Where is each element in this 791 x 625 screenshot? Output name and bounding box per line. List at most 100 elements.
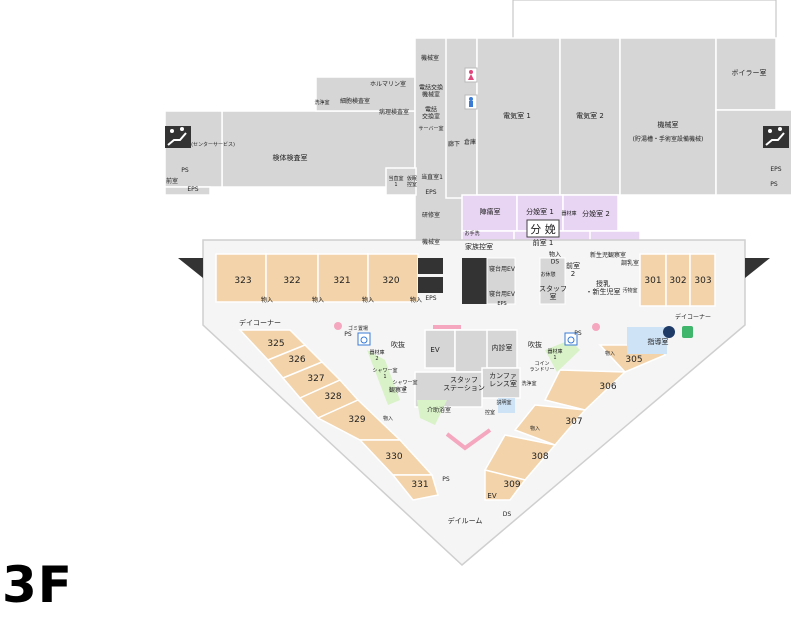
- label-right_stuff1: 物入: [605, 350, 615, 357]
- label-north-training: 研修室: [422, 211, 440, 219]
- label-delivery_area-rest: お休憩: [540, 271, 555, 278]
- patient-room-329: 329: [348, 415, 365, 425]
- label-delivery_area-sink: 汚物室: [622, 287, 637, 294]
- patient-room-305: 305: [625, 355, 642, 365]
- label-left_stuff: 物入: [383, 415, 393, 422]
- label-core-staff_station: スタッフステーション: [443, 375, 485, 392]
- patient-room-309: 309: [503, 480, 520, 490]
- patient-room-303: 303: [694, 276, 711, 286]
- floor-label: 3F: [2, 556, 73, 614]
- label-north-wash: 洗浄室: [314, 99, 329, 106]
- elec-room-1: [476, 37, 561, 196]
- right-wing-rooms: [483, 344, 667, 501]
- label-core-ev_b: EV: [487, 492, 496, 500]
- patient-room-330: 330: [385, 452, 402, 462]
- patient-room-331: 331: [411, 480, 428, 490]
- pink-marker-top: [433, 325, 461, 329]
- label-north-duty2: 当直室1: [421, 173, 443, 181]
- label-core-dayc_r: デイコーナー: [675, 313, 711, 321]
- delivery-badge-box: [526, 219, 560, 238]
- boiler-room: [715, 37, 777, 111]
- stuff-label: 物入: [410, 296, 422, 304]
- stuff-label: 物入: [312, 296, 324, 304]
- patient-room-322: 322: [283, 276, 300, 286]
- label-north-boiler: ボイラー室: [732, 68, 767, 77]
- patient-room-321: 321: [333, 276, 350, 286]
- escalator-icon-w: [181, 260, 198, 270]
- label-core-bath: 介助浴室: [427, 406, 451, 414]
- label-core-ds_b: DS: [503, 511, 512, 518]
- label-north-ps_e: PS: [770, 181, 778, 188]
- green-rooms: [367, 340, 580, 425]
- label-core-dayc_l: デイコーナー: [239, 318, 281, 327]
- restroom-male-icon: [464, 94, 478, 110]
- label-north-front_w: 前室: [166, 177, 178, 185]
- label-core-dayroom: デイルーム: [448, 516, 483, 525]
- label-north-machine2: 機械室: [422, 238, 440, 246]
- pink-marker-bottom: [445, 428, 492, 451]
- label-core-ps_b: PS: [442, 476, 450, 483]
- phone-icon: [682, 326, 693, 338]
- label-north-server: サーバー室: [419, 125, 444, 132]
- stair-core-2: [418, 277, 443, 293]
- label-north-ps_w: PS: [181, 167, 189, 174]
- patient-room-308: 308: [531, 452, 548, 462]
- patient-room-302: 302: [669, 276, 686, 286]
- label-delivery_area-newborn_nursery: 新生児観察室: [590, 251, 626, 259]
- label-north-machine3_sub: (貯湯槽・手術室設備機械): [633, 135, 704, 143]
- specimen-exam-room: [221, 110, 416, 188]
- label-right_stuff2: 物入: [530, 425, 540, 432]
- label-core-explain: 説明室: [496, 399, 511, 406]
- patient-room-306: 306: [599, 382, 616, 392]
- label-core-coin_laundry: コインランドリー: [529, 361, 554, 373]
- label-north-eps_c: EPS: [425, 189, 436, 196]
- label-core-trash: ゴミ置場: [348, 325, 368, 332]
- patient-room-301: 301: [644, 276, 661, 286]
- stuff-label: 物入: [362, 296, 374, 304]
- label-north-elec_exchange: 電話交換機械室: [419, 84, 443, 99]
- label-north-machine1: 機械室: [421, 54, 439, 62]
- north-block: [164, 37, 791, 259]
- label-core-fukinuke1: 吹抜: [391, 340, 405, 349]
- delivery-badge: 分 娩: [530, 222, 556, 236]
- label-core-fukinuke2: 吹抜: [528, 340, 542, 349]
- label-north-storage: 倉庫: [464, 138, 476, 146]
- escalator-core: [462, 258, 487, 304]
- label-core-observation: 観察室: [389, 386, 407, 394]
- label-north-duty_rest: 仮眠控室: [407, 175, 417, 188]
- label-delivery_area-front1: 前室 1: [533, 238, 554, 247]
- label-core-ev: EV: [430, 346, 439, 354]
- label-delivery_area-nursing: 授乳・新生児室: [586, 279, 621, 296]
- stuff-label: 物入: [261, 296, 273, 304]
- label-north-center_service: (センターサービス): [191, 141, 235, 148]
- center-core: [414, 329, 521, 408]
- label-core-stock: 控室: [485, 409, 495, 416]
- escalator-icon-nw: [165, 126, 191, 148]
- patient-room-325: 325: [267, 339, 284, 349]
- label-delivery_area-labor: 陣痛室: [480, 207, 501, 216]
- label-north-elec1: 電気室 1: [503, 111, 531, 120]
- label-north-formalin: ホルマリン室: [370, 80, 406, 88]
- label-north-machine3: 機械室: [658, 120, 679, 129]
- label-north-cell_exam: 細胞検査室: [340, 97, 370, 105]
- label-delivery_area-delivery2: 分娩室 2: [582, 209, 610, 218]
- label-core-ps_l: PS: [344, 331, 352, 338]
- wheelchair-icon-right: [564, 332, 578, 346]
- toilet-icon: [663, 326, 675, 338]
- label-north-corridor: 廊下: [448, 140, 460, 148]
- label-delivery_area-delivery1: 分娩室 1: [526, 207, 554, 216]
- label-north-tel_exchange: 電話交換室: [422, 106, 440, 121]
- wing-marker-left: [178, 258, 203, 278]
- label-delivery_area-instrument: 器材庫: [561, 210, 576, 217]
- label-north-eps_e: EPS: [770, 166, 781, 173]
- label-delivery_area-handwash: お手洗: [464, 230, 479, 237]
- label-core-guidance: 指導室: [648, 337, 669, 346]
- patient-room-307: 307: [565, 417, 582, 427]
- label-north-path_exam: 病理検査室: [379, 108, 409, 116]
